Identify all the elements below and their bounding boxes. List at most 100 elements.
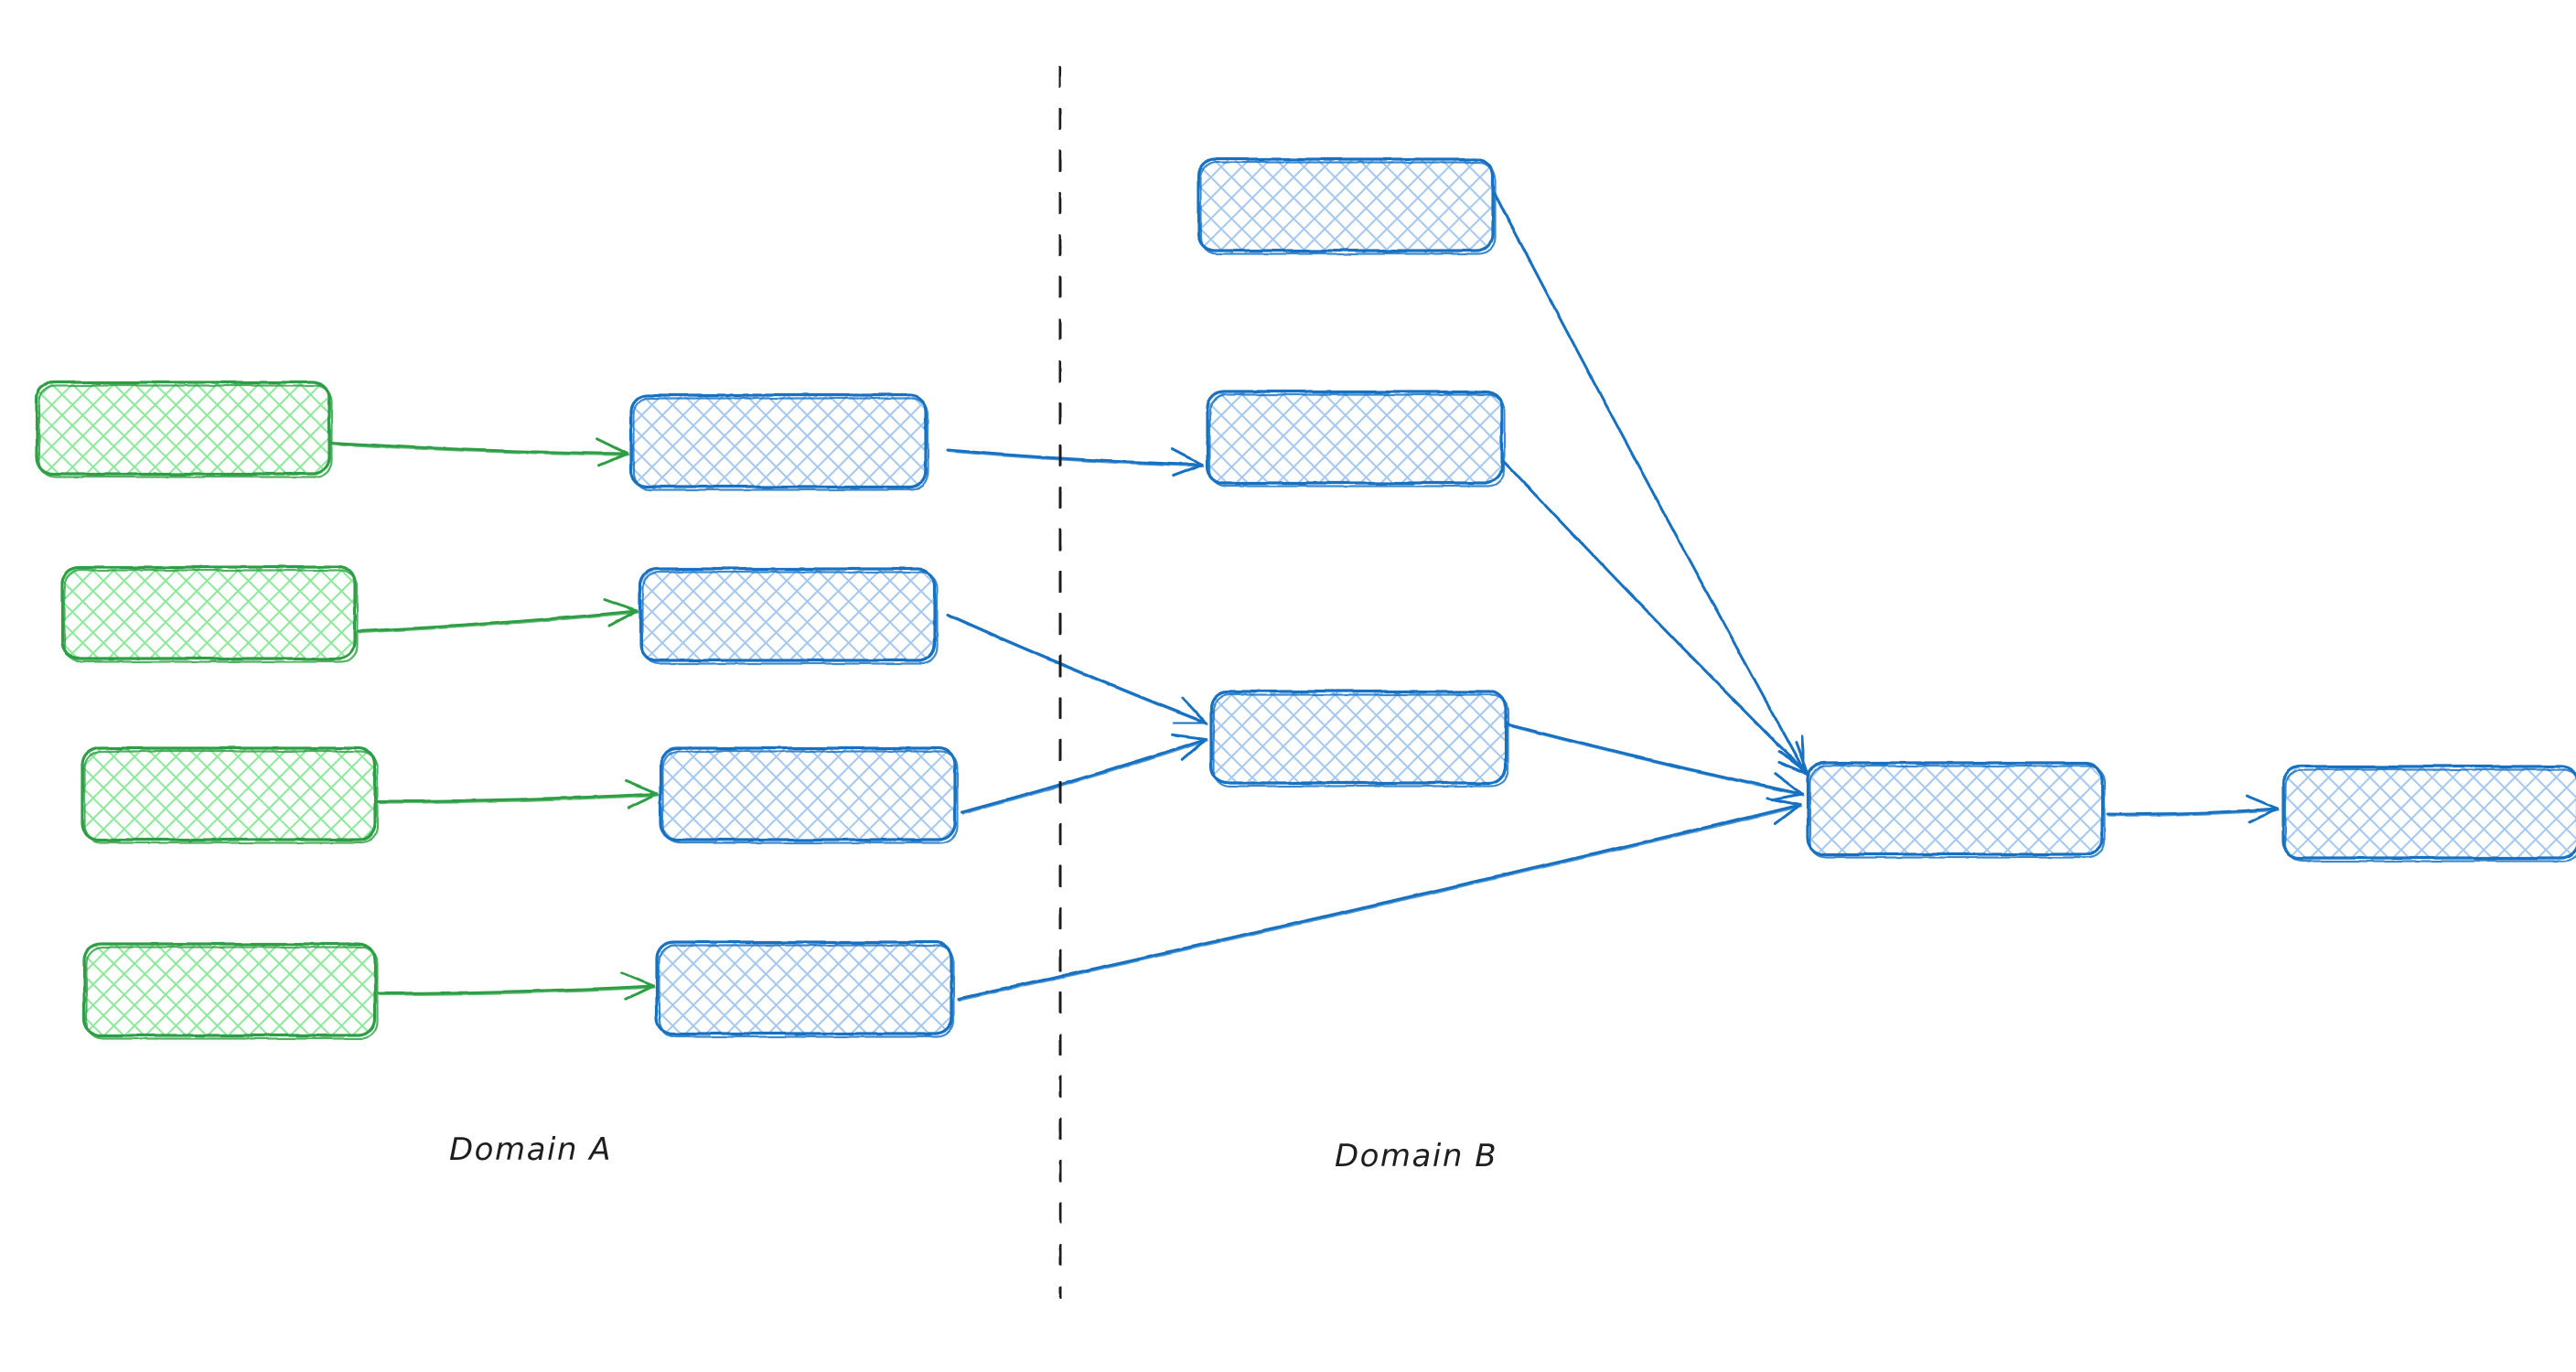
node-rgt-1[interactable]: [1197, 157, 1497, 255]
node-outline: [658, 944, 955, 1038]
node-outline: [629, 393, 928, 488]
node-fill: [62, 567, 355, 659]
node-outline: [1206, 390, 1504, 485]
edge-line: [1500, 457, 1810, 777]
node-outline: [1209, 690, 1508, 785]
node-fill: [660, 748, 955, 840]
node-src-2[interactable]: [60, 565, 359, 663]
edge-line: [379, 794, 660, 804]
edge-line: [359, 611, 639, 634]
edge-arrowhead: [1774, 803, 1802, 825]
node-mid-2[interactable]: [639, 567, 939, 665]
node-outline: [641, 571, 939, 665]
node-outline: [1197, 157, 1495, 252]
edge-arrowhead: [1173, 721, 1208, 725]
node-outline: [85, 946, 379, 1040]
node-rgt-3[interactable]: [1209, 690, 1509, 788]
node-outline: [1208, 393, 1506, 488]
edges-layer: [329, 192, 2281, 1002]
node-outline: [83, 750, 379, 844]
edge-arrowhead: [1180, 737, 1208, 761]
edge-arrowhead: [607, 609, 639, 627]
edge-arrowhead: [1776, 760, 1809, 776]
node-mid-3[interactable]: [659, 746, 959, 844]
edge-line: [946, 448, 1204, 466]
edge-arrowhead: [1770, 792, 1804, 801]
node-rgt-2[interactable]: [1206, 390, 1506, 488]
edge-line: [948, 450, 1205, 467]
node-outline: [1212, 693, 1509, 788]
node-outline: [82, 942, 377, 1037]
label-domain-b: Domain B: [1335, 1138, 1497, 1174]
edge-line: [1508, 724, 1805, 797]
edge-arrowhead: [2245, 794, 2280, 810]
node-fill: [1198, 159, 1493, 251]
node-outline: [2284, 768, 2576, 863]
edge-e-rgt3-agg[interactable]: [1506, 723, 1805, 801]
edge-e-mid2-rgt3[interactable]: [946, 613, 1208, 725]
node-outline: [35, 381, 331, 476]
node-outline: [80, 746, 377, 841]
edge-e-src1-mid1[interactable]: [329, 437, 630, 467]
edge-line: [948, 615, 1208, 725]
edge-line: [2108, 809, 2281, 817]
edge-arrowhead: [596, 437, 629, 456]
node-agg[interactable]: [1806, 761, 2106, 859]
edge-line: [1495, 194, 1807, 773]
node-outline: [1806, 761, 2104, 856]
node-src-4[interactable]: [82, 942, 379, 1040]
edge-line: [1498, 456, 1809, 776]
edge-line: [377, 984, 655, 995]
edge-arrowhead: [1171, 463, 1204, 477]
node-fill: [657, 942, 951, 1034]
edge-e-src3-mid3[interactable]: [377, 779, 660, 809]
labels-layer: Domain A Domain B: [449, 1131, 1497, 1174]
node-outline: [659, 746, 957, 841]
edge-arrowhead: [620, 971, 655, 988]
node-outline: [639, 567, 937, 662]
edge-line: [331, 443, 630, 456]
edge-e-mid3-rgt3[interactable]: [961, 733, 1208, 815]
edge-arrowhead: [596, 452, 629, 467]
edge-line: [962, 739, 1208, 815]
edge-line: [2106, 807, 2280, 816]
edge-e-rgt2-agg[interactable]: [1498, 456, 1810, 777]
edge-e-mid4-agg[interactable]: [957, 797, 1803, 1002]
edge-line: [379, 986, 656, 996]
edge-line: [957, 803, 1802, 1001]
edge-arrowhead: [1774, 772, 1804, 796]
edge-e-mid1-rgt2[interactable]: [946, 447, 1205, 477]
node-mid-1[interactable]: [629, 393, 929, 491]
node-mid-4[interactable]: [655, 940, 955, 1038]
edge-line: [1506, 723, 1804, 796]
edge-arrowhead: [2248, 807, 2280, 824]
node-fill: [84, 944, 375, 1035]
node-fill: [2283, 766, 2576, 858]
node-outline: [1809, 765, 2106, 859]
edge-e-rgt1-agg[interactable]: [1493, 192, 1807, 773]
node-outline: [60, 565, 357, 660]
edge-line: [329, 441, 629, 456]
node-outline: [1199, 161, 1497, 255]
node-outline: [2281, 765, 2576, 860]
edge-e-agg-out[interactable]: [2106, 794, 2281, 824]
edge-arrowhead: [1181, 696, 1208, 724]
edge-e-src4-mid4[interactable]: [377, 971, 656, 1002]
edge-line: [357, 609, 639, 633]
node-out[interactable]: [2281, 765, 2576, 863]
edge-arrowhead: [603, 597, 639, 613]
node-fill: [640, 569, 935, 660]
divider-layer: [1057, 65, 1064, 1300]
node-outline: [38, 384, 333, 478]
label-domain-a: Domain A: [449, 1131, 612, 1168]
nodes-layer: [35, 157, 2576, 1040]
node-outline: [63, 569, 359, 663]
node-src-1[interactable]: [35, 381, 333, 478]
edge-arrowhead: [627, 792, 659, 809]
edge-e-src2-mid2[interactable]: [357, 597, 639, 634]
edge-arrowhead: [623, 984, 655, 1002]
domain-divider-line: [1057, 65, 1064, 1300]
edge-arrowhead: [1171, 733, 1208, 741]
node-src-3[interactable]: [80, 746, 379, 844]
